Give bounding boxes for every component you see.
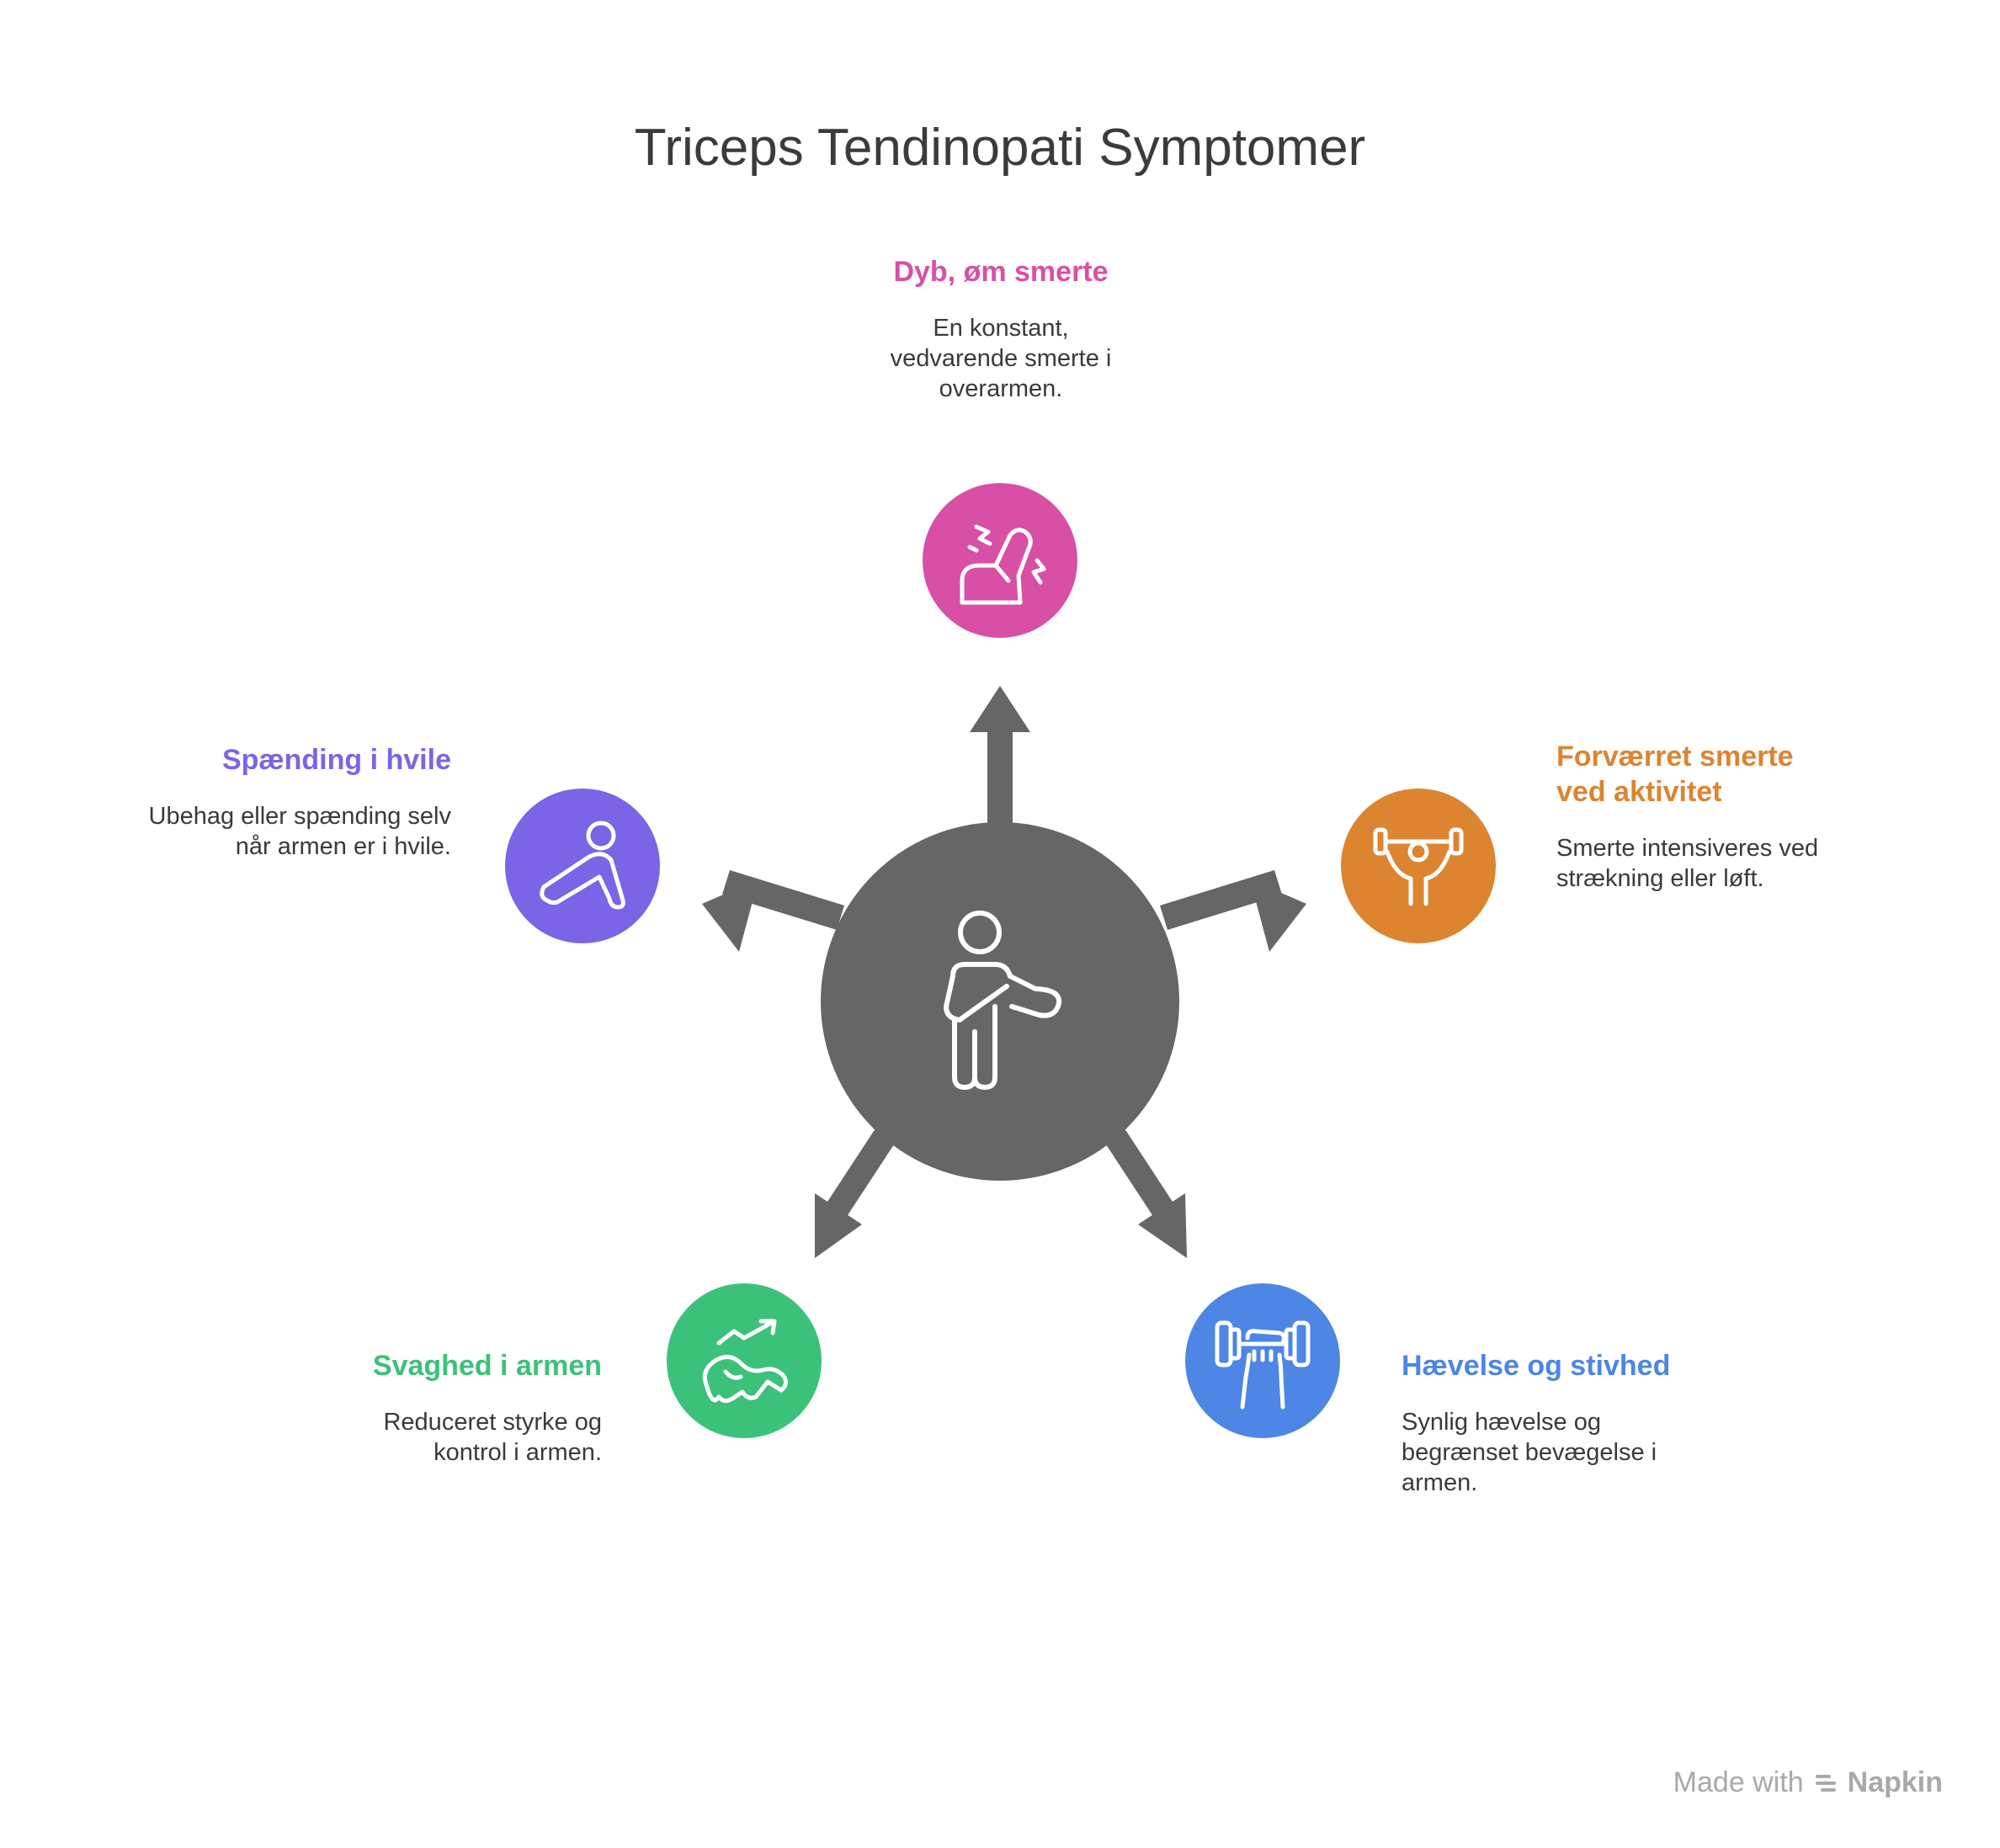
center-circle bbox=[821, 822, 1179, 1181]
dumbbell-grip-icon bbox=[1215, 1320, 1311, 1410]
symptom-heading: Dyb, øm smerte bbox=[893, 256, 1109, 288]
symptom-description: Ubehag eller spænding selv når armen er … bbox=[148, 803, 452, 860]
napkin-logo-icon bbox=[1815, 1774, 1836, 1792]
muscle-decline-icon bbox=[702, 1319, 788, 1404]
footer-made-with: Made with bbox=[1673, 1766, 1804, 1798]
arrow-bottom-right bbox=[1103, 1126, 1187, 1258]
weightlifter-icon bbox=[1373, 827, 1464, 906]
arrow-right bbox=[1160, 870, 1306, 952]
bottom-left-symptom-circle bbox=[667, 1283, 822, 1438]
footer-credit: Made with Napkin bbox=[1673, 1766, 1943, 1799]
symptom-block-bottom-left: Svaghed i armen Reduceret styrke og kont… bbox=[320, 1348, 602, 1468]
left-symptom-circle bbox=[505, 789, 660, 943]
arrow-bottom-left bbox=[815, 1126, 897, 1258]
symptom-heading: Hævelse og stivhed bbox=[1402, 1350, 1671, 1382]
arm-pain-icon bbox=[960, 524, 1046, 605]
symptom-description: Smerte intensiveres ved strækning eller … bbox=[1556, 835, 1819, 892]
person-arm-sling-icon bbox=[944, 911, 1062, 1090]
footer-brand: Napkin bbox=[1847, 1766, 1943, 1798]
symptom-description: En konstant, vedvarende smerte i overarm… bbox=[890, 315, 1112, 402]
symptom-block-right: Forværret smerte ved aktivitet Smerte in… bbox=[1556, 739, 1859, 894]
symptom-description: Reduceret styrke og kontrol i armen. bbox=[383, 1409, 602, 1466]
stretching-person-icon bbox=[540, 820, 625, 910]
symptom-heading: Svaghed i armen bbox=[372, 1350, 602, 1382]
symptom-block-bottom-right: Hævelse og stivhed Synlig hævelse og beg… bbox=[1402, 1348, 1721, 1498]
right-symptom-circle bbox=[1341, 789, 1496, 943]
symptom-description: Synlig hævelse og begrænset bevægelse i … bbox=[1402, 1409, 1657, 1496]
arrow-top bbox=[970, 686, 1030, 833]
symptom-heading: Forværret smerte ved aktivitet bbox=[1556, 741, 1794, 808]
page-title: Triceps Tendinopati Symptomer bbox=[634, 119, 1366, 177]
symptom-heading: Spænding i hvile bbox=[221, 744, 451, 776]
symptom-block-top: Dyb, øm smerte En konstant, vedvarende s… bbox=[816, 254, 1186, 404]
symptom-block-left: Spænding i hvile Ubehag eller spænding s… bbox=[143, 742, 452, 862]
arrow-left bbox=[702, 870, 844, 952]
